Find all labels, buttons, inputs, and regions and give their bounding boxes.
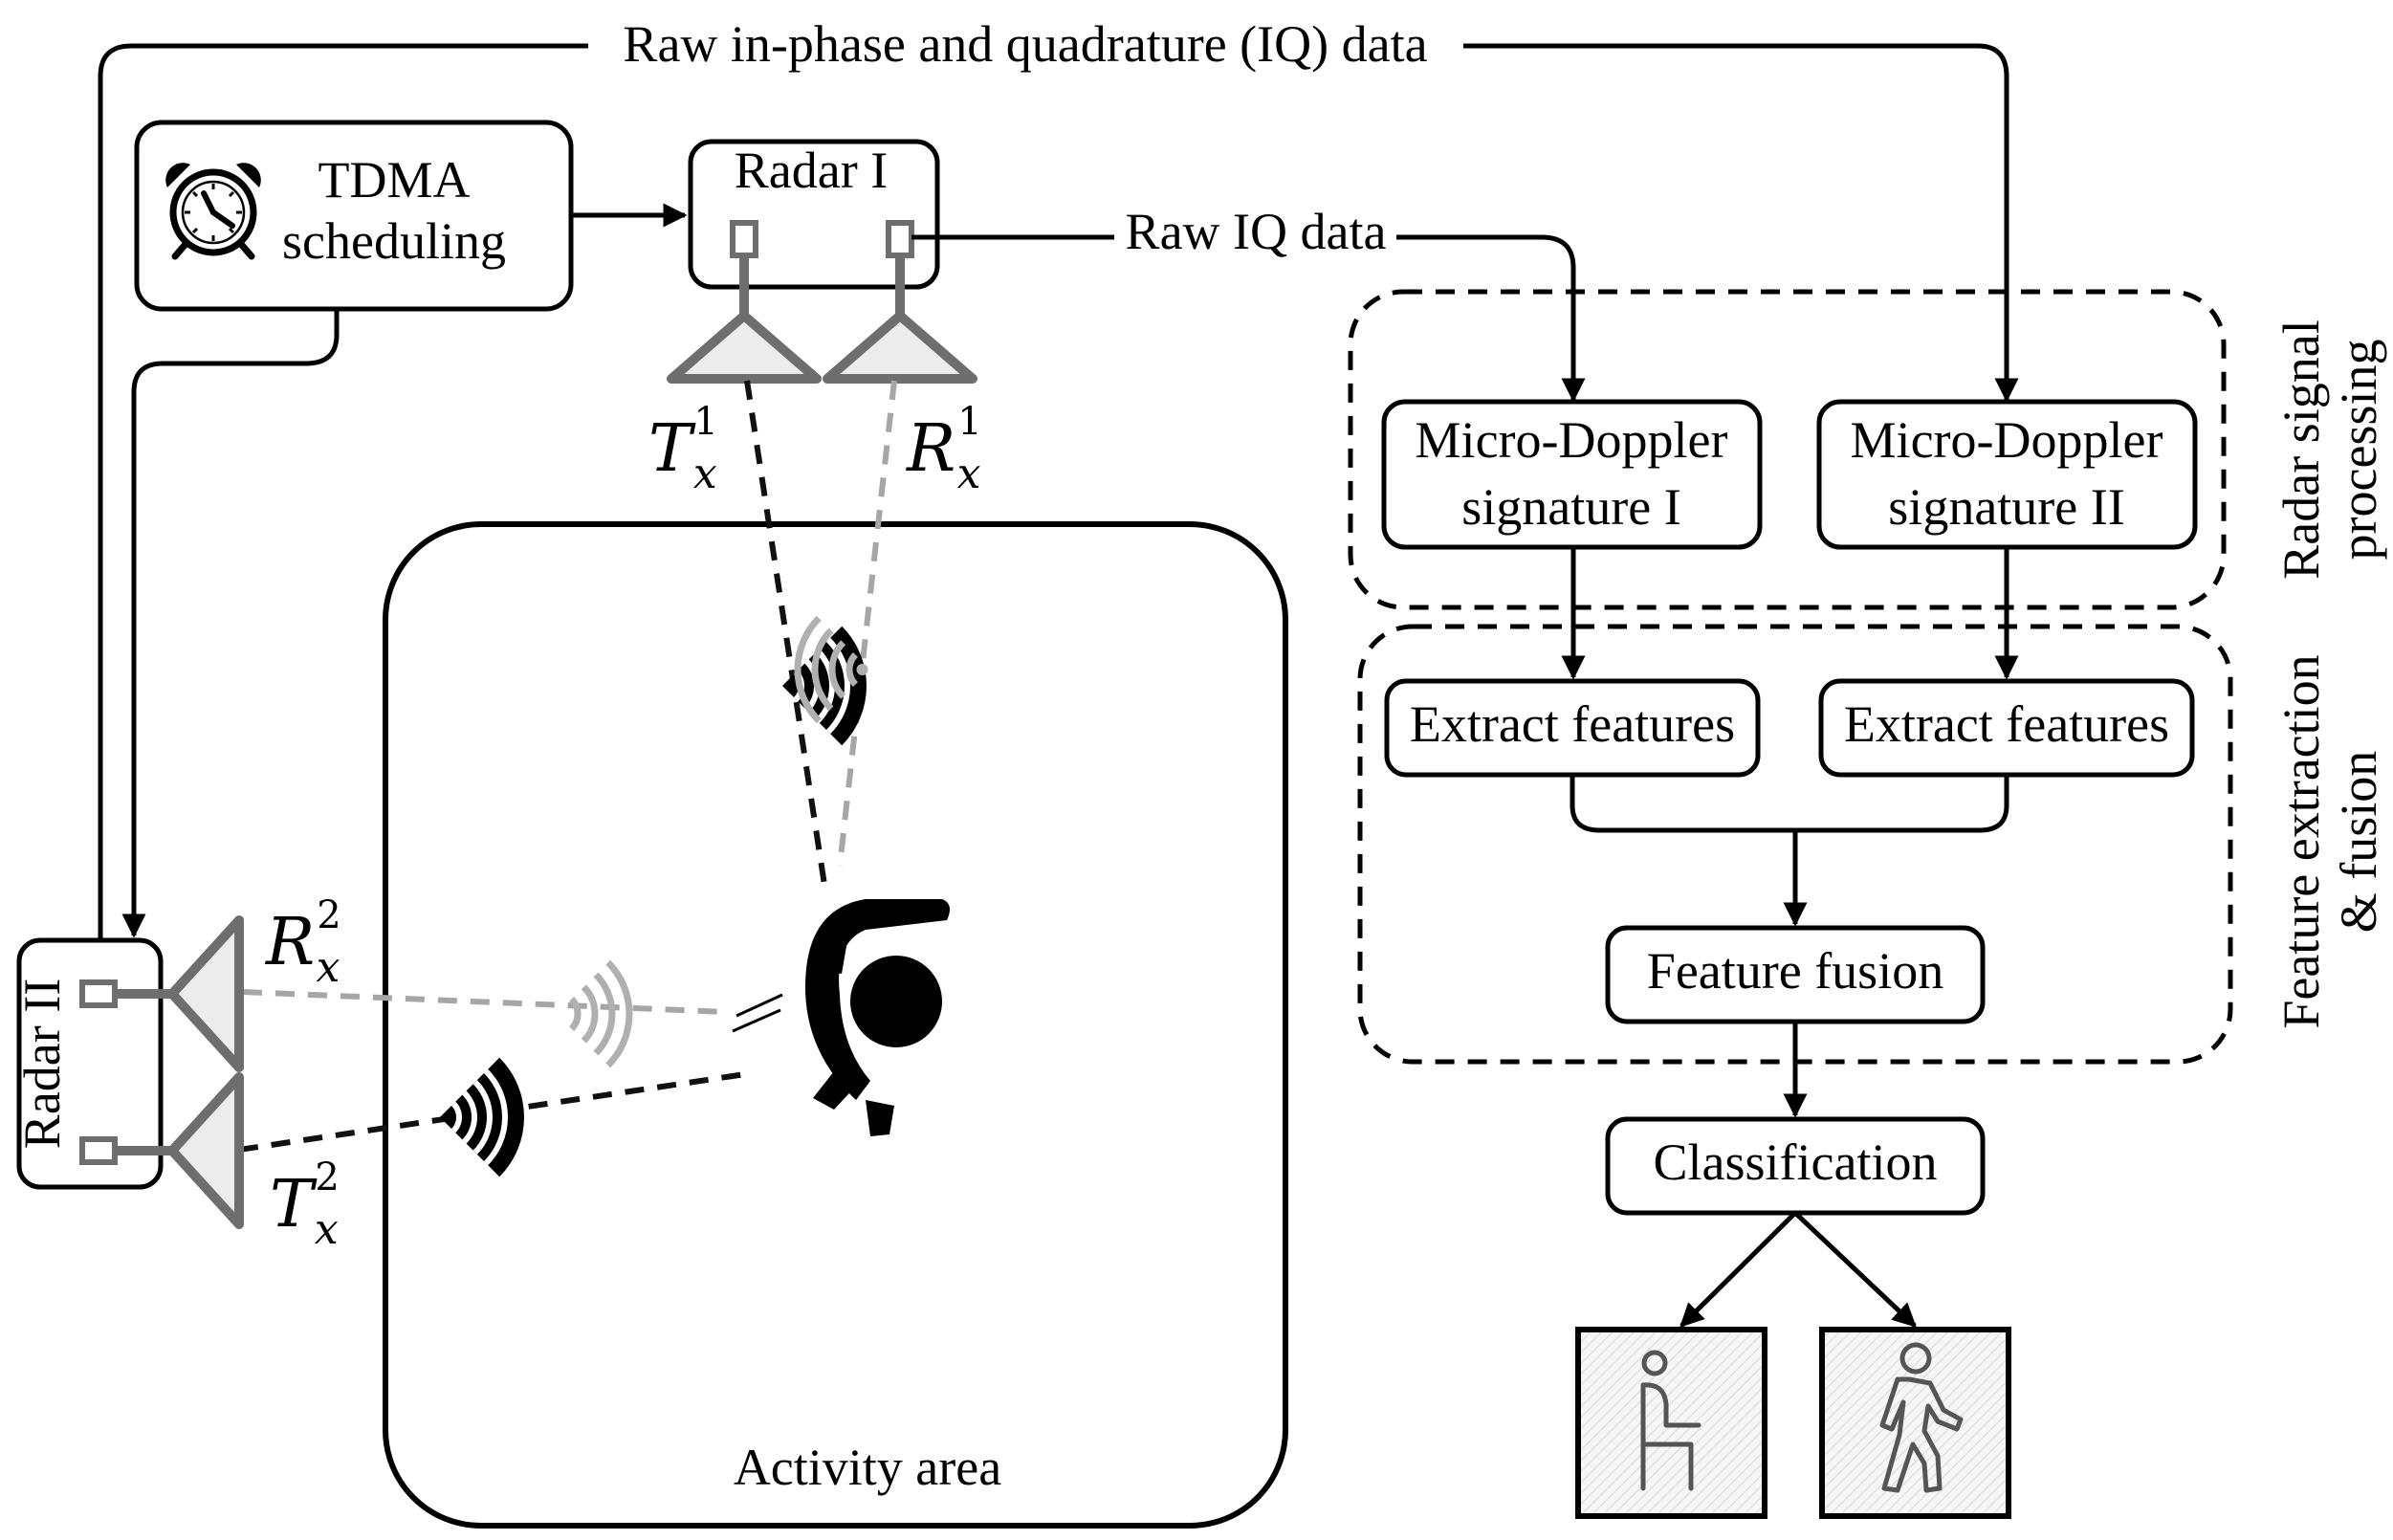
extract-features-label-2: Extract features — [1844, 695, 2169, 753]
raw-iq-top-label: Raw in-phase and quadrature (IQ) data — [623, 15, 1427, 73]
rsp-label-line1: Radar signal — [2272, 319, 2330, 579]
merge-connector — [1570, 775, 2009, 833]
activity-area-label: Activity area — [734, 1439, 1001, 1496]
tx2-wave-icon — [440, 1057, 524, 1177]
classification-label: Classification — [1654, 1133, 1938, 1191]
mds1-label-line2: signature I — [1461, 478, 1680, 536]
extract-features-label-1: Extract features — [1410, 695, 1735, 753]
person-sitting-icon — [1640, 1350, 1701, 1491]
rx1-wave-icon — [794, 615, 868, 724]
alarm-clock-icon — [165, 163, 261, 260]
rx1-antenna — [823, 255, 977, 384]
radar1-tx-port — [730, 220, 758, 258]
fef-label-line1: Feature extraction — [2272, 654, 2330, 1028]
radar2-label: Radar II — [13, 979, 71, 1149]
radar1-label: Radar I — [735, 142, 888, 199]
radar2-tx-port — [79, 1136, 118, 1165]
radar1-rx-port — [886, 220, 914, 258]
rx2-wave-icon — [568, 959, 633, 1068]
rx2-antenna — [115, 915, 244, 1072]
walking-output-box — [1819, 1327, 2011, 1519]
radar-signal-processing-group — [1348, 289, 2227, 610]
radar2-rx-port — [79, 979, 118, 1008]
tdma-to-radar2-arrow — [121, 309, 340, 938]
raw-iq-top-connector — [98, 43, 2019, 942]
mds2-label-line2: signature II — [1888, 478, 2124, 536]
feature-fusion-label: Feature fusion — [1647, 942, 1943, 1000]
person-top-view-icon — [732, 899, 951, 1136]
mds1-label-line1: Micro-Doppler — [1416, 411, 1728, 469]
tx2-beam — [238, 1070, 753, 1153]
mds2-label-line1: Micro-Doppler — [1851, 411, 2163, 469]
rsp-label-line2: processing — [2330, 340, 2387, 561]
rx2-beam — [242, 989, 728, 1015]
rx1-beam — [837, 380, 897, 867]
tdma-label-line1: TDMA — [318, 151, 471, 209]
tx1-beam — [744, 380, 827, 886]
tx2-antenna — [115, 1072, 244, 1229]
tx1-antenna — [667, 255, 822, 384]
tdma-label-line2: scheduling — [282, 212, 506, 270]
raw-iq-label: Raw IQ data — [1126, 203, 1387, 260]
person-walking-icon — [1879, 1342, 1964, 1493]
radar2-box — [16, 937, 164, 1190]
fef-label-line2: & fusion — [2330, 751, 2387, 934]
